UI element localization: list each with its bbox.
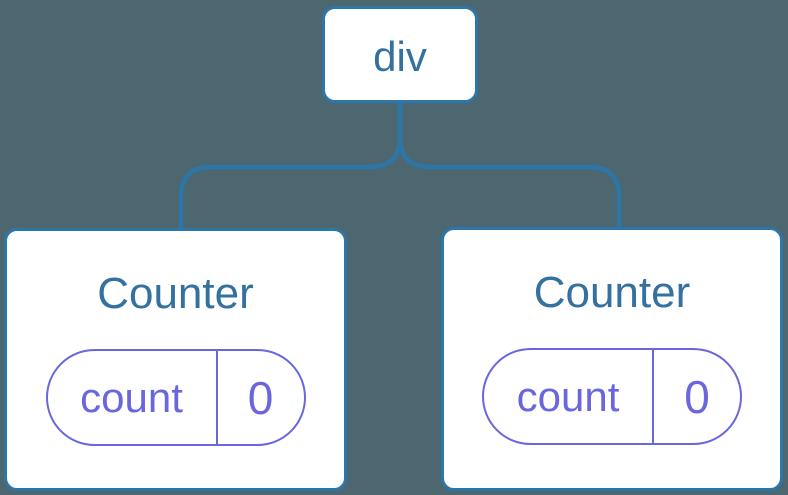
- state-value: 0: [247, 371, 274, 424]
- tree-node-div-label: div: [373, 32, 427, 80]
- state-pill: count 0: [45, 349, 306, 446]
- tree-node-counter-left: Counter count 0: [4, 228, 347, 491]
- connector-left-branch: [178, 100, 403, 230]
- connector-right-branch: [397, 100, 622, 230]
- tree-node-counter-right: Counter count 0: [441, 227, 783, 491]
- counter-title: Counter: [533, 268, 691, 317]
- counter-title: Counter: [97, 269, 254, 318]
- state-key: count: [484, 350, 654, 443]
- state-key: count: [48, 351, 218, 444]
- tree-node-div: div: [322, 6, 478, 103]
- state-value: 0: [684, 370, 710, 423]
- state-pill: count 0: [482, 348, 742, 445]
